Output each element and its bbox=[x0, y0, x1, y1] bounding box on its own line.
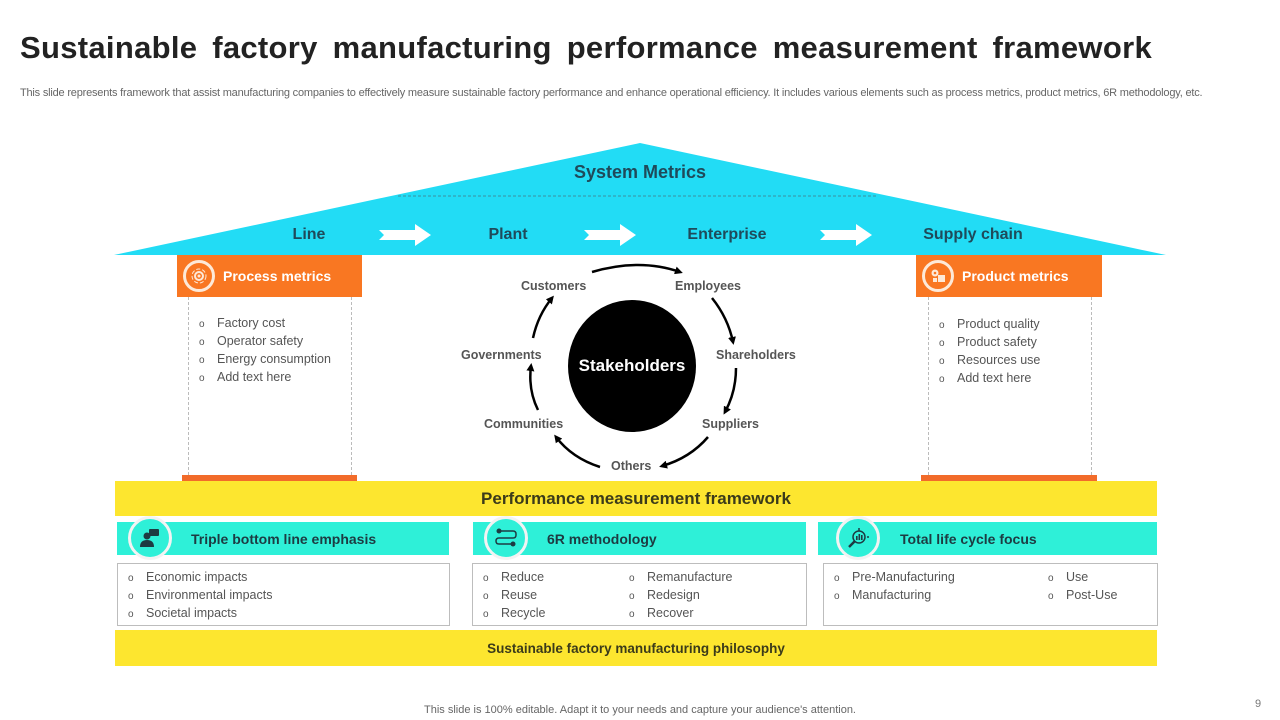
arrow-others-communities bbox=[554, 434, 601, 469]
list-item: Manufacturing bbox=[834, 587, 955, 605]
stakeholders-center: Stakeholders bbox=[568, 300, 696, 432]
pillar-title: Triple bottom line emphasis bbox=[191, 530, 377, 547]
pillar-list-box-6r-methodology: Reduce Reuse Recycle Remanufacture Redes… bbox=[472, 563, 807, 626]
target-chart-icon bbox=[836, 516, 880, 560]
system-metrics-title: System Metrics bbox=[573, 162, 707, 182]
level-enterprise: Enterprise bbox=[687, 226, 767, 243]
list-item: Energy consumption bbox=[199, 351, 351, 369]
stakeholder-communities: Communities bbox=[484, 417, 564, 431]
level-plant: Plant bbox=[488, 226, 528, 243]
arrow-communities-governments bbox=[526, 363, 540, 411]
arrow-governments-customers bbox=[531, 295, 554, 339]
list-item: Use bbox=[1048, 569, 1117, 587]
list-item: Product quality bbox=[939, 316, 1091, 334]
framework-bar: Performance measurement framework bbox=[115, 481, 1157, 516]
stakeholder-others: Others bbox=[611, 459, 652, 473]
footer-note: This slide is 100% editable. Adapt it to… bbox=[424, 704, 856, 716]
arrow-shareholders-suppliers bbox=[723, 367, 738, 415]
process-metrics-list: Factory cost Operator safety Energy cons… bbox=[199, 315, 351, 387]
pillar-list-box-total-life-cycle: Pre-Manufacturing Manufacturing Use Post… bbox=[823, 563, 1158, 626]
stakeholder-suppliers: Suppliers bbox=[702, 417, 759, 431]
list-item: Redesign bbox=[629, 587, 732, 605]
stakeholder-shareholders: Shareholders bbox=[716, 348, 796, 362]
level-supply-chain: Supply chain bbox=[923, 226, 1023, 243]
process-metrics-base bbox=[182, 475, 357, 481]
gear-icon bbox=[183, 260, 215, 292]
page-subtitle: This slide represents framework that ass… bbox=[20, 87, 1203, 99]
list-item: Environmental impacts bbox=[128, 587, 272, 605]
list-item: Societal impacts bbox=[128, 605, 272, 623]
arrow-suppliers-others bbox=[659, 436, 709, 469]
product-metrics-base bbox=[921, 475, 1097, 481]
product-metrics-body: Product quality Product safety Resources… bbox=[928, 297, 1092, 475]
process-metrics-body: Factory cost Operator safety Energy cons… bbox=[188, 297, 352, 475]
list-item: Recover bbox=[629, 605, 732, 623]
process-metrics-title: Process metrics bbox=[223, 268, 332, 284]
person-chat-icon bbox=[128, 516, 172, 560]
stakeholder-governments: Governments bbox=[461, 348, 542, 362]
page-number: 9 bbox=[1255, 698, 1262, 710]
list-item: Pre-Manufacturing bbox=[834, 569, 955, 587]
philosophy-bar: Sustainable factory manufacturing philos… bbox=[115, 630, 1157, 666]
list-item: Resources use bbox=[939, 352, 1091, 370]
arrow-right-icon bbox=[820, 224, 872, 246]
pillar-title: 6R methodology bbox=[547, 530, 657, 547]
product-metrics-list: Product quality Product safety Resources… bbox=[939, 316, 1091, 388]
process-metrics-header: Process metrics bbox=[177, 255, 362, 297]
list-item: Add text here bbox=[939, 370, 1091, 388]
arrow-right-icon bbox=[379, 224, 431, 246]
list-item: Product safety bbox=[939, 334, 1091, 352]
stakeholder-employees: Employees bbox=[675, 279, 742, 293]
gears-box-icon bbox=[922, 260, 954, 292]
list-item: Reduce bbox=[483, 569, 545, 587]
product-metrics-title: Product metrics bbox=[962, 268, 1069, 284]
list-item: Economic impacts bbox=[128, 569, 272, 587]
stakeholder-customers: Customers bbox=[521, 279, 587, 293]
page-title: Sustainable factory manufacturing perfor… bbox=[20, 30, 1152, 65]
list-item: Post-Use bbox=[1048, 587, 1117, 605]
arrow-customers-employees bbox=[591, 263, 683, 275]
list-item: Remanufacture bbox=[629, 569, 732, 587]
workflow-icon bbox=[484, 516, 528, 560]
pillar-header-triple-bottom-line: Triple bottom line emphasis bbox=[117, 522, 449, 555]
product-metrics-header: Product metrics bbox=[916, 255, 1102, 297]
list-item: Operator safety bbox=[199, 333, 351, 351]
list-item: Reuse bbox=[483, 587, 545, 605]
list-item: Add text here bbox=[199, 369, 351, 387]
roof-shape bbox=[114, 143, 1166, 255]
list-item: Recycle bbox=[483, 605, 545, 623]
pillar-header-6r-methodology: 6R methodology bbox=[473, 522, 806, 555]
arrow-right-icon bbox=[584, 224, 636, 246]
pillar-list-box-triple-bottom-line: Economic impacts Environmental impacts S… bbox=[117, 563, 450, 626]
level-line: Line bbox=[292, 226, 326, 243]
arrow-employees-shareholders bbox=[711, 297, 736, 345]
list-item: Factory cost bbox=[199, 315, 351, 333]
pillar-title: Total life cycle focus bbox=[900, 530, 1037, 547]
